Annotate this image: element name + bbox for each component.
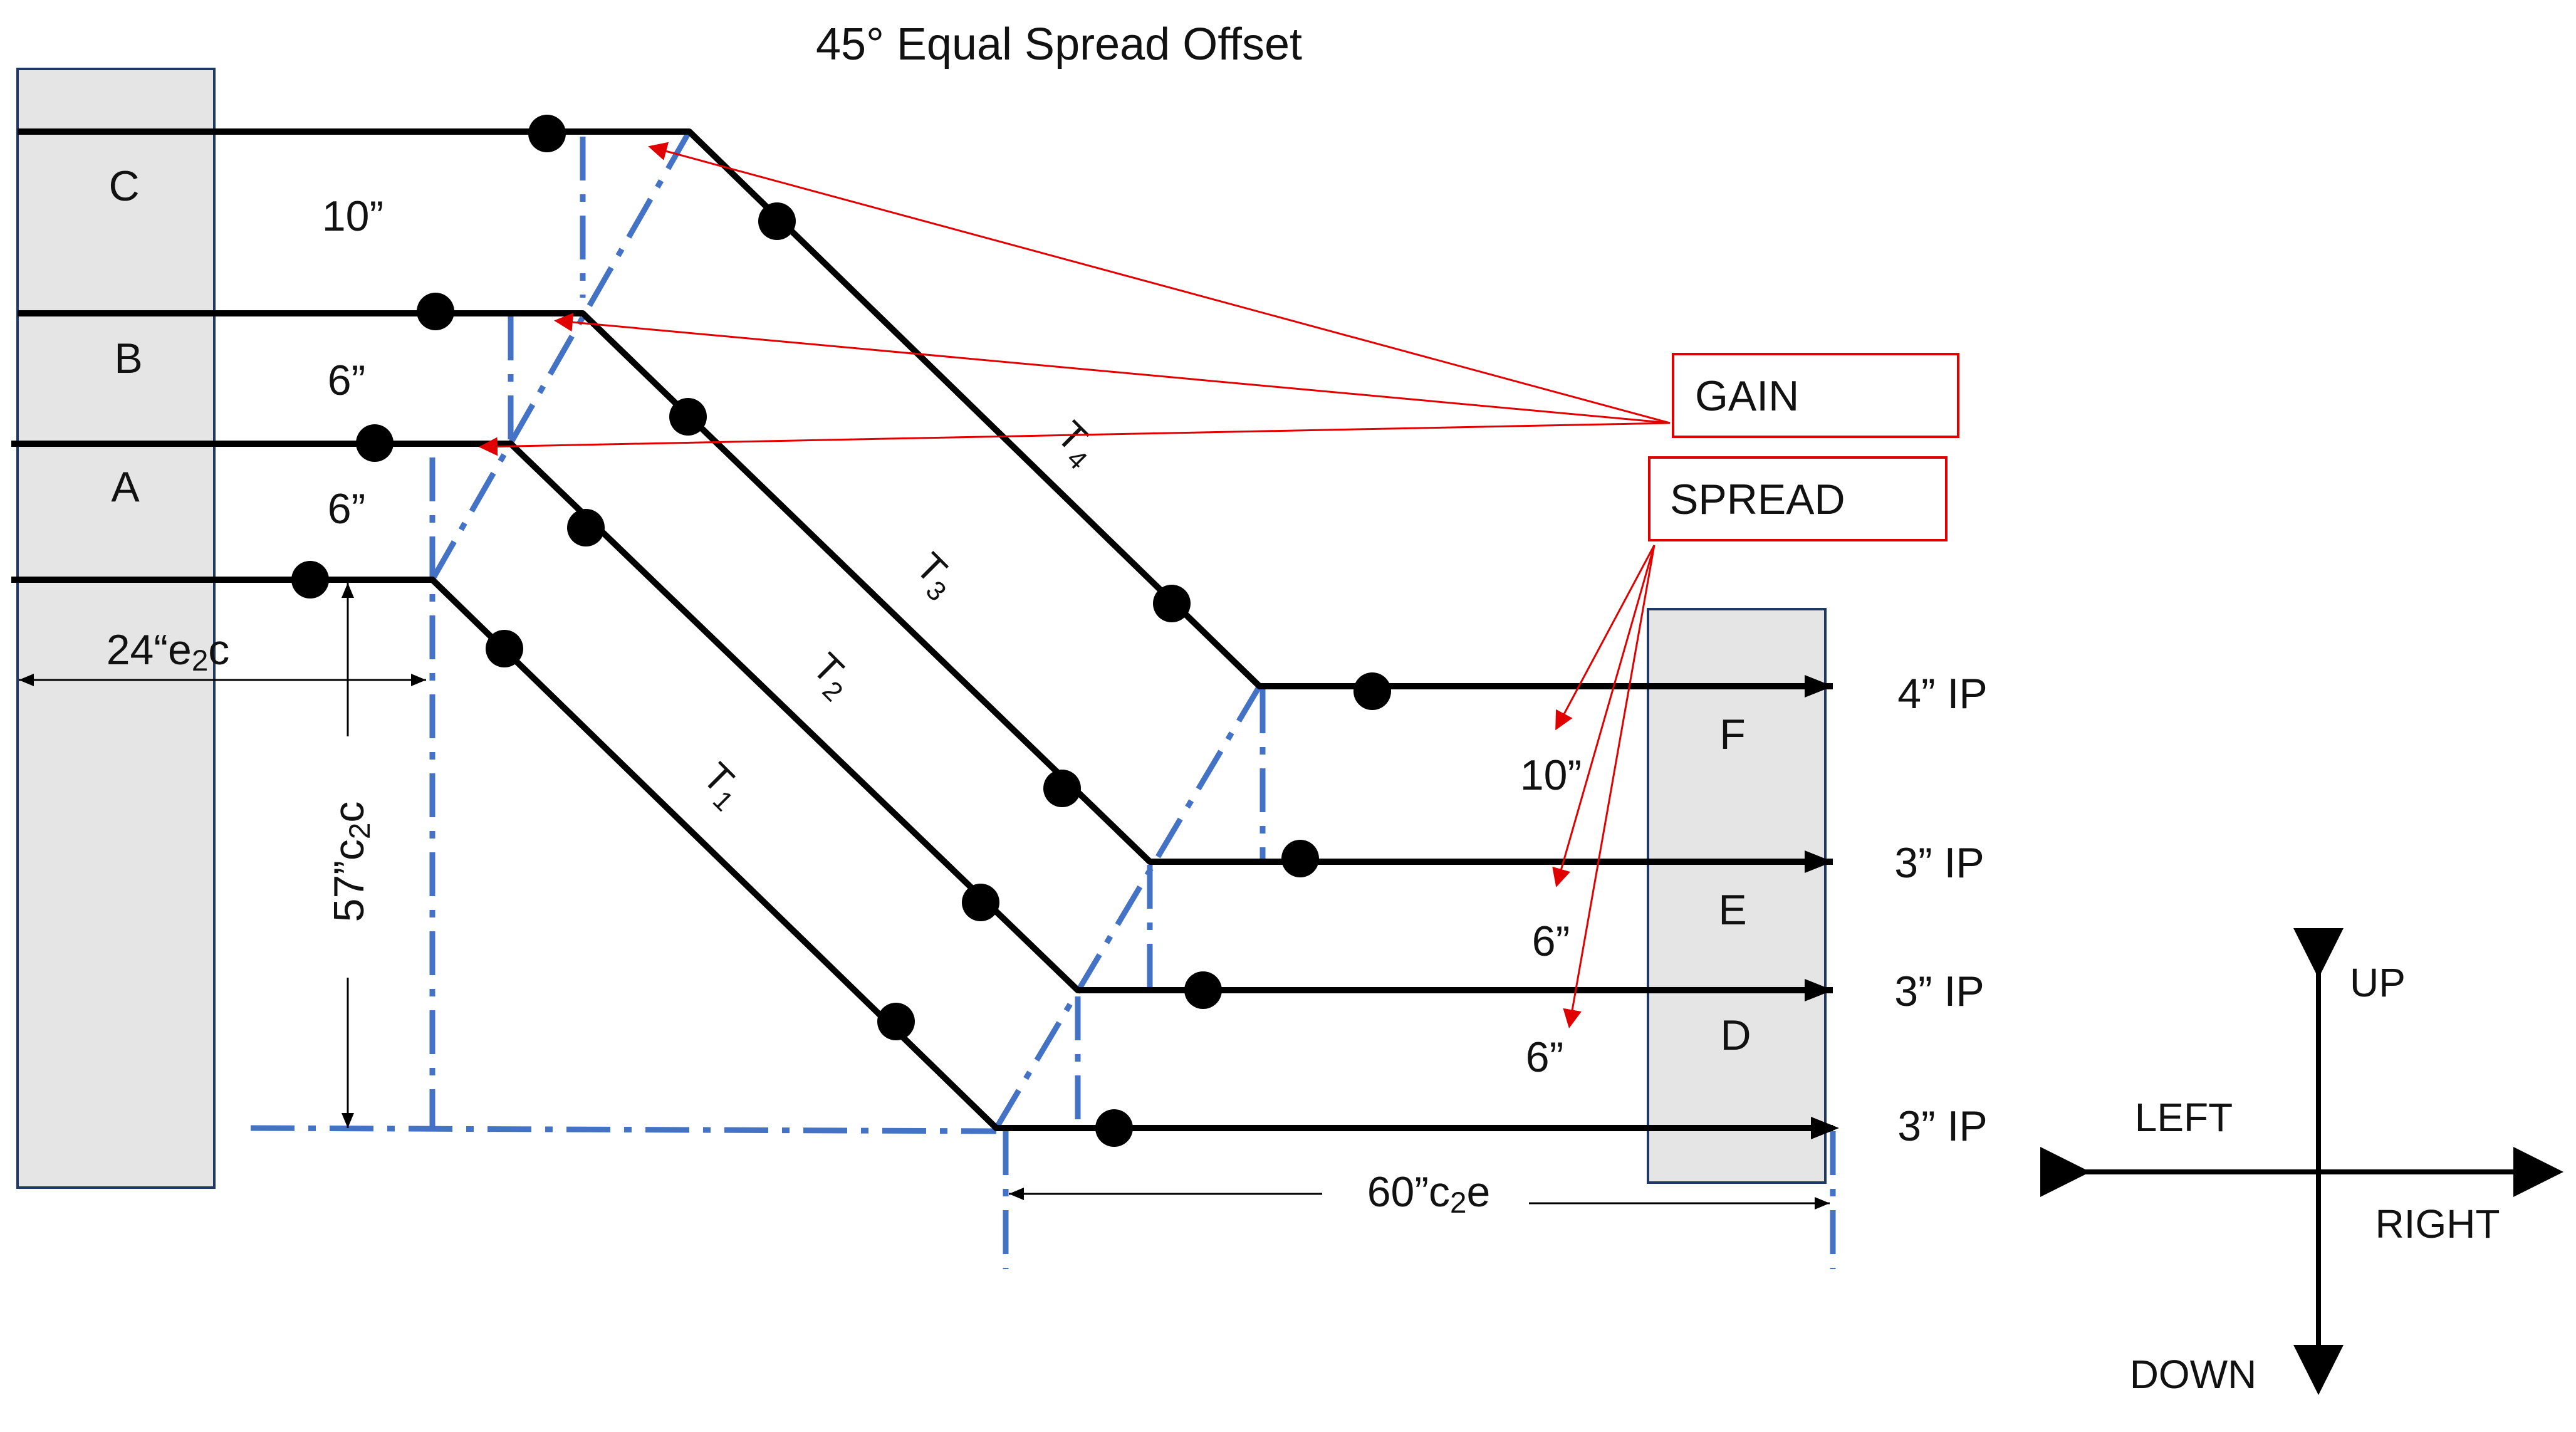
compass-up-label: UP — [2350, 960, 2406, 1005]
right-spacing-e-d: 6” — [1532, 917, 1570, 965]
left-block — [16, 68, 216, 1189]
left-block-label-b: B — [114, 335, 142, 382]
left-spacing-c-b: 10” — [322, 192, 383, 240]
gain-callout: GAIN — [479, 142, 1959, 456]
tube-label-t2: T2 — [800, 645, 862, 708]
right-block — [1647, 608, 1827, 1184]
left-spacing-b-a: 6” — [328, 357, 365, 404]
dimension-c-to-e-label: 60”c2e — [1367, 1168, 1491, 1220]
right-block-label-d: D — [1720, 1011, 1751, 1059]
dimension-c-to-c: 57”c2c — [325, 583, 377, 1128]
pipe-b — [18, 310, 1833, 865]
dimension-e-to-c-label: 24“e2c — [107, 626, 230, 677]
pipe-size-label-bottom: 3” IP — [1897, 1102, 1988, 1150]
compass — [2040, 928, 2563, 1395]
left-block-label-a: A — [111, 463, 140, 511]
right-block-label-e: E — [1718, 886, 1746, 934]
dimension-c-to-e: 60”c2e — [1009, 1168, 1830, 1220]
dimension-c-to-c-label: 57”c2c — [325, 802, 377, 922]
pipe-size-label-3: 3” IP — [1894, 968, 1984, 1015]
spread-callout-label: SPREAD — [1670, 476, 1845, 523]
gain-callout-label: GAIN — [1695, 372, 1799, 420]
compass-left-label: LEFT — [2135, 1095, 2233, 1140]
right-spacing-d-bottom: 6” — [1526, 1033, 1563, 1081]
pipe-size-label-top: 4” IP — [1897, 670, 1988, 718]
center-lines — [250, 130, 1836, 1269]
left-spacing-a-bottom: 6” — [328, 485, 365, 533]
pipe-arrowheads — [1805, 675, 1839, 1139]
right-block-label-f: F — [1719, 711, 1746, 758]
dimension-e-to-c: 24“e2c — [19, 626, 426, 686]
compass-right-label: RIGHT — [2375, 1201, 2500, 1246]
left-block-label-c: C — [108, 162, 139, 210]
tube-label-t4: T4 — [1044, 413, 1107, 476]
right-spacing-f-e: 10” — [1520, 751, 1582, 799]
joint-dots — [291, 115, 1391, 1147]
pipe-lowest — [11, 577, 1833, 1131]
spread-callout: SPREAD — [1552, 456, 1948, 1028]
pipe-a — [11, 441, 1833, 993]
pipe-size-label-2: 3” IP — [1894, 839, 1984, 887]
pipe-runs — [11, 128, 1833, 1131]
tube-label-t3: T3 — [903, 545, 966, 607]
diagram-title: 45° Equal Spread Offset — [816, 19, 1302, 70]
tube-label-t1: T1 — [690, 755, 753, 817]
pipe-c — [18, 128, 1833, 689]
compass-down-label: DOWN — [2130, 1352, 2257, 1397]
